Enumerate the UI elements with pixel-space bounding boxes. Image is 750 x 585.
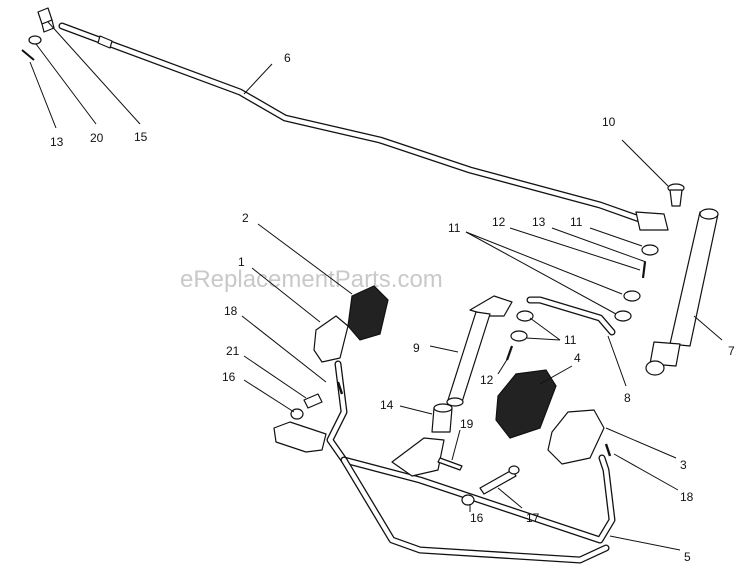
leader-18b	[613, 453, 679, 491]
leader-19	[451, 429, 461, 461]
callout-16: 16	[470, 511, 484, 525]
leader-6	[243, 63, 273, 95]
callout-3: 3	[680, 458, 687, 472]
leader-13b	[551, 227, 647, 263]
part-2-pedal-pad	[347, 285, 389, 341]
callout-1: 1	[238, 255, 245, 269]
callout-19: 19	[460, 417, 474, 431]
leader-2	[257, 223, 353, 295]
leader-18a	[241, 315, 327, 383]
part-16-nut-a	[290, 408, 304, 420]
callout-12: 12	[492, 215, 506, 229]
part-20-washer	[28, 35, 42, 45]
callout-11: 11	[448, 221, 461, 235]
leader-12b	[497, 357, 509, 375]
callout-18: 18	[224, 304, 238, 318]
leader-11c2	[525, 337, 561, 341]
part-1-pedal-pad	[313, 315, 349, 363]
part-18-pin-b	[604, 443, 612, 457]
part-8-link	[526, 296, 616, 336]
part-5-frame	[273, 360, 616, 564]
rod-end-bracket	[635, 211, 669, 231]
part-11-washer-c	[614, 310, 632, 322]
part-4-pedal-pad	[495, 369, 557, 439]
callout-21: 21	[226, 344, 240, 358]
part-12-pin-b	[505, 345, 514, 361]
part-18-pin-a	[336, 381, 344, 395]
leader-11a2	[465, 231, 617, 315]
callout-11: 11	[564, 333, 577, 347]
leader-15	[47, 21, 141, 125]
leader-11b	[589, 227, 643, 247]
leader-13a	[29, 61, 57, 129]
leader-1	[251, 267, 321, 323]
leader-21	[243, 355, 307, 399]
callout-7: 7	[728, 344, 735, 358]
part-11-washer-e	[510, 330, 528, 342]
callout-6: 6	[284, 51, 291, 65]
part-13-cotter-pin	[21, 49, 35, 61]
part-11-washer-b	[623, 290, 641, 302]
part-19-pin	[437, 457, 463, 471]
leader-14	[399, 405, 433, 415]
part-10-bolt	[667, 183, 685, 207]
callout-10: 10	[602, 115, 616, 129]
part-11-washer-d	[516, 310, 534, 322]
part-11-washer-a	[641, 244, 659, 256]
part-16-nut-b	[461, 494, 475, 506]
part-7-tube	[645, 208, 719, 376]
callout-9: 9	[413, 341, 420, 355]
callout-17: 17	[526, 511, 540, 525]
callout-13: 13	[532, 215, 546, 229]
part-12-pin-a	[641, 261, 647, 279]
part-6-rod	[58, 22, 652, 226]
callout-14: 14	[380, 398, 394, 412]
leader-20	[35, 43, 97, 125]
callout-5: 5	[684, 550, 691, 564]
leader-4	[539, 365, 573, 385]
callout-15: 15	[134, 130, 148, 144]
leader-8	[607, 335, 627, 387]
leader-10	[621, 139, 669, 187]
callout-4: 4	[574, 351, 581, 365]
callout-11: 11	[570, 215, 583, 229]
callout-16: 16	[222, 370, 236, 384]
watermark-text: eReplacementParts.com	[180, 266, 443, 293]
leader-9	[429, 345, 459, 353]
part-15-bolt	[37, 7, 55, 33]
leader-17	[497, 487, 523, 509]
callout-8: 8	[624, 391, 631, 405]
part-21-bolt	[303, 393, 323, 409]
leader-3	[605, 427, 677, 459]
callout-12: 12	[480, 373, 494, 387]
leader-7	[693, 315, 723, 341]
part-14-bushing	[431, 403, 453, 433]
callout-13: 13	[50, 135, 64, 149]
callout-20: 20	[90, 131, 104, 145]
leader-11a1	[465, 231, 623, 295]
callout-18: 18	[680, 490, 694, 504]
part-9-pedal-arm	[446, 295, 513, 407]
callout-2: 2	[242, 211, 249, 225]
part-17-bolt	[479, 465, 520, 495]
part-3-pedal-pad	[547, 409, 605, 465]
leader-11c1	[529, 317, 561, 341]
leader-5	[609, 535, 681, 551]
leader-12a	[509, 227, 641, 271]
leader-16a	[243, 379, 295, 413]
